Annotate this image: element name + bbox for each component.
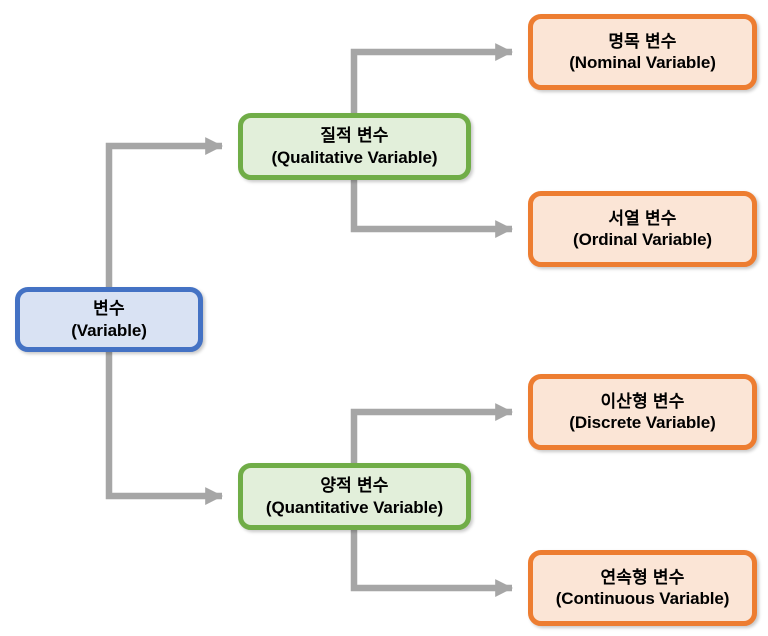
node-discrete-variable[interactable]: 이산형 변수 (Discrete Variable) (528, 374, 757, 450)
node-qualitative-variable-label-en: (Qualitative Variable) (271, 147, 438, 167)
node-quantitative-variable-label-en: (Quantitative Variable) (265, 497, 444, 517)
node-qualitative-variable-label-ko: 질적 변수 (320, 126, 389, 146)
node-ordinal-variable-label-en: (Ordinal Variable) (573, 230, 712, 249)
node-variable[interactable]: 변수 (Variable) (15, 287, 203, 352)
edge-quantitative-to-discrete (350, 403, 514, 463)
node-qualitative-variable[interactable]: 질적 변수 (Qualitative Variable) (238, 113, 471, 180)
edge-root-to-qualitative (105, 137, 224, 287)
node-ordinal-variable[interactable]: 서열 변수 (Ordinal Variable) (528, 191, 757, 267)
node-variable-label-en: (Variable) (71, 320, 147, 340)
node-nominal-variable-label-en: (Nominal Variable) (569, 53, 716, 72)
edge-quantitative-to-continuous (350, 530, 514, 597)
node-continuous-variable-label-ko: 연속형 변수 (600, 567, 685, 587)
node-nominal-variable-label-ko: 명목 변수 (608, 31, 677, 51)
edge-qualitative-to-ordinal (350, 180, 514, 238)
edge-qualitative-to-nominal (350, 43, 514, 113)
edge-root-to-quantitative (105, 352, 224, 505)
node-variable-label-ko: 변수 (93, 299, 125, 319)
node-discrete-variable-label-en: (Discrete Variable) (569, 413, 716, 432)
node-nominal-variable[interactable]: 명목 변수 (Nominal Variable) (528, 14, 757, 90)
node-quantitative-variable[interactable]: 양적 변수 (Quantitative Variable) (238, 463, 471, 530)
node-quantitative-variable-label-ko: 양적 변수 (320, 476, 389, 496)
node-continuous-variable-label-en: (Continuous Variable) (555, 589, 730, 608)
node-discrete-variable-label-ko: 이산형 변수 (600, 391, 685, 411)
node-ordinal-variable-label-ko: 서열 변수 (608, 208, 677, 228)
node-continuous-variable[interactable]: 연속형 변수 (Continuous Variable) (528, 550, 757, 626)
